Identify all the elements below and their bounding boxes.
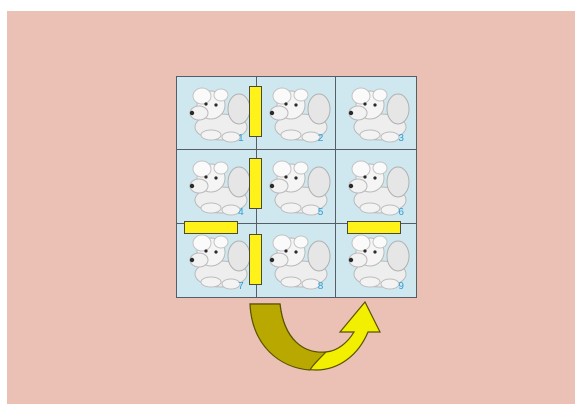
wall-vertical-4-5 xyxy=(249,158,262,209)
puzzle-tile[interactable]: 4 xyxy=(177,150,257,223)
wall-vertical-1-2 xyxy=(249,86,262,137)
puzzle-tile[interactable]: 6 xyxy=(336,150,416,223)
tile-number: 5 xyxy=(318,207,324,218)
puzzle-tile[interactable]: 3 xyxy=(336,77,416,150)
tile-number: 8 xyxy=(318,281,324,292)
puzzle-tile[interactable]: 2 xyxy=(257,77,337,150)
wall-horizontal-4-7 xyxy=(184,221,238,234)
puzzle-tile[interactable]: 9 xyxy=(336,224,416,297)
tile-number: 1 xyxy=(238,133,244,144)
tile-number: 6 xyxy=(398,207,404,218)
tile-number: 9 xyxy=(398,281,404,292)
tile-number: 3 xyxy=(398,133,404,144)
puzzle-tile[interactable]: 8 xyxy=(257,224,337,297)
curved-arrow-icon[interactable] xyxy=(240,296,385,372)
puzzle-grid: 1 2 3 4 5 6 7 8 9 xyxy=(176,76,417,298)
tile-number: 2 xyxy=(318,133,324,144)
tile-number: 7 xyxy=(238,281,244,292)
puzzle-tile[interactable]: 5 xyxy=(257,150,337,223)
puzzle-tile[interactable]: 1 xyxy=(177,77,257,150)
puzzle-tile[interactable]: 7 xyxy=(177,224,257,297)
tile-number: 4 xyxy=(238,207,244,218)
wall-vertical-7-8 xyxy=(249,234,262,285)
wall-horizontal-6-9 xyxy=(347,221,401,234)
